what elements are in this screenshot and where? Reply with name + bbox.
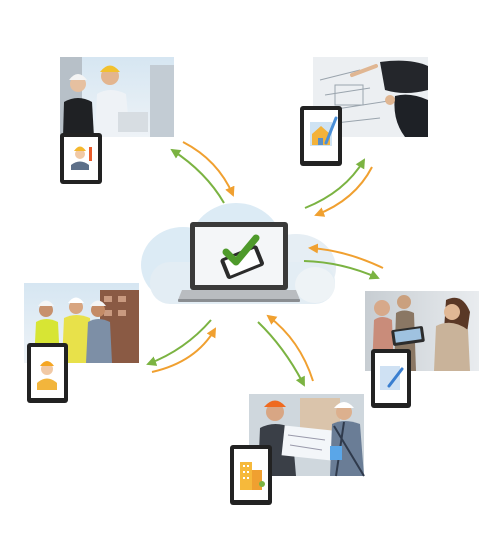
cloud-hub: [141, 203, 336, 304]
node-executives-meeting: [60, 57, 174, 184]
node-field-crew: [24, 283, 139, 403]
arrow-from-hub-right: [303, 260, 380, 280]
tablet-device: [60, 133, 102, 184]
arrow-to-hub-top-left: [182, 141, 235, 197]
phone-check-icon: [220, 234, 264, 279]
arrow-to-hub-top-right: [314, 166, 373, 217]
tablet-device: [230, 445, 272, 505]
two-construction-managers-photo: [60, 57, 174, 137]
arrow-from-hub-top-right: [304, 158, 366, 209]
node-client-consultation: [365, 291, 479, 408]
arrow-from-hub-bottom-left: [146, 319, 212, 366]
arrow-to-hub-bottom: [266, 314, 314, 382]
arrow-from-hub-top-left: [170, 148, 225, 204]
tablet-device: [300, 106, 342, 166]
node-site-engineers: [230, 394, 365, 505]
tablet-device: [371, 349, 411, 408]
worker-avatar-icon: [37, 361, 57, 390]
tablet-device: [27, 343, 68, 403]
document-edit-icon: [380, 366, 404, 390]
arrow-from-hub-bottom: [257, 321, 305, 387]
arrow-to-hub-right: [308, 243, 384, 269]
engineer-avatar-icon: [71, 146, 92, 170]
node-blueprint-review: [300, 57, 428, 166]
sync-arrows: [146, 141, 384, 387]
building-icon: [240, 462, 265, 490]
arrow-to-hub-bottom-left: [151, 327, 216, 373]
house-plan-pencil-icon: [310, 116, 338, 146]
